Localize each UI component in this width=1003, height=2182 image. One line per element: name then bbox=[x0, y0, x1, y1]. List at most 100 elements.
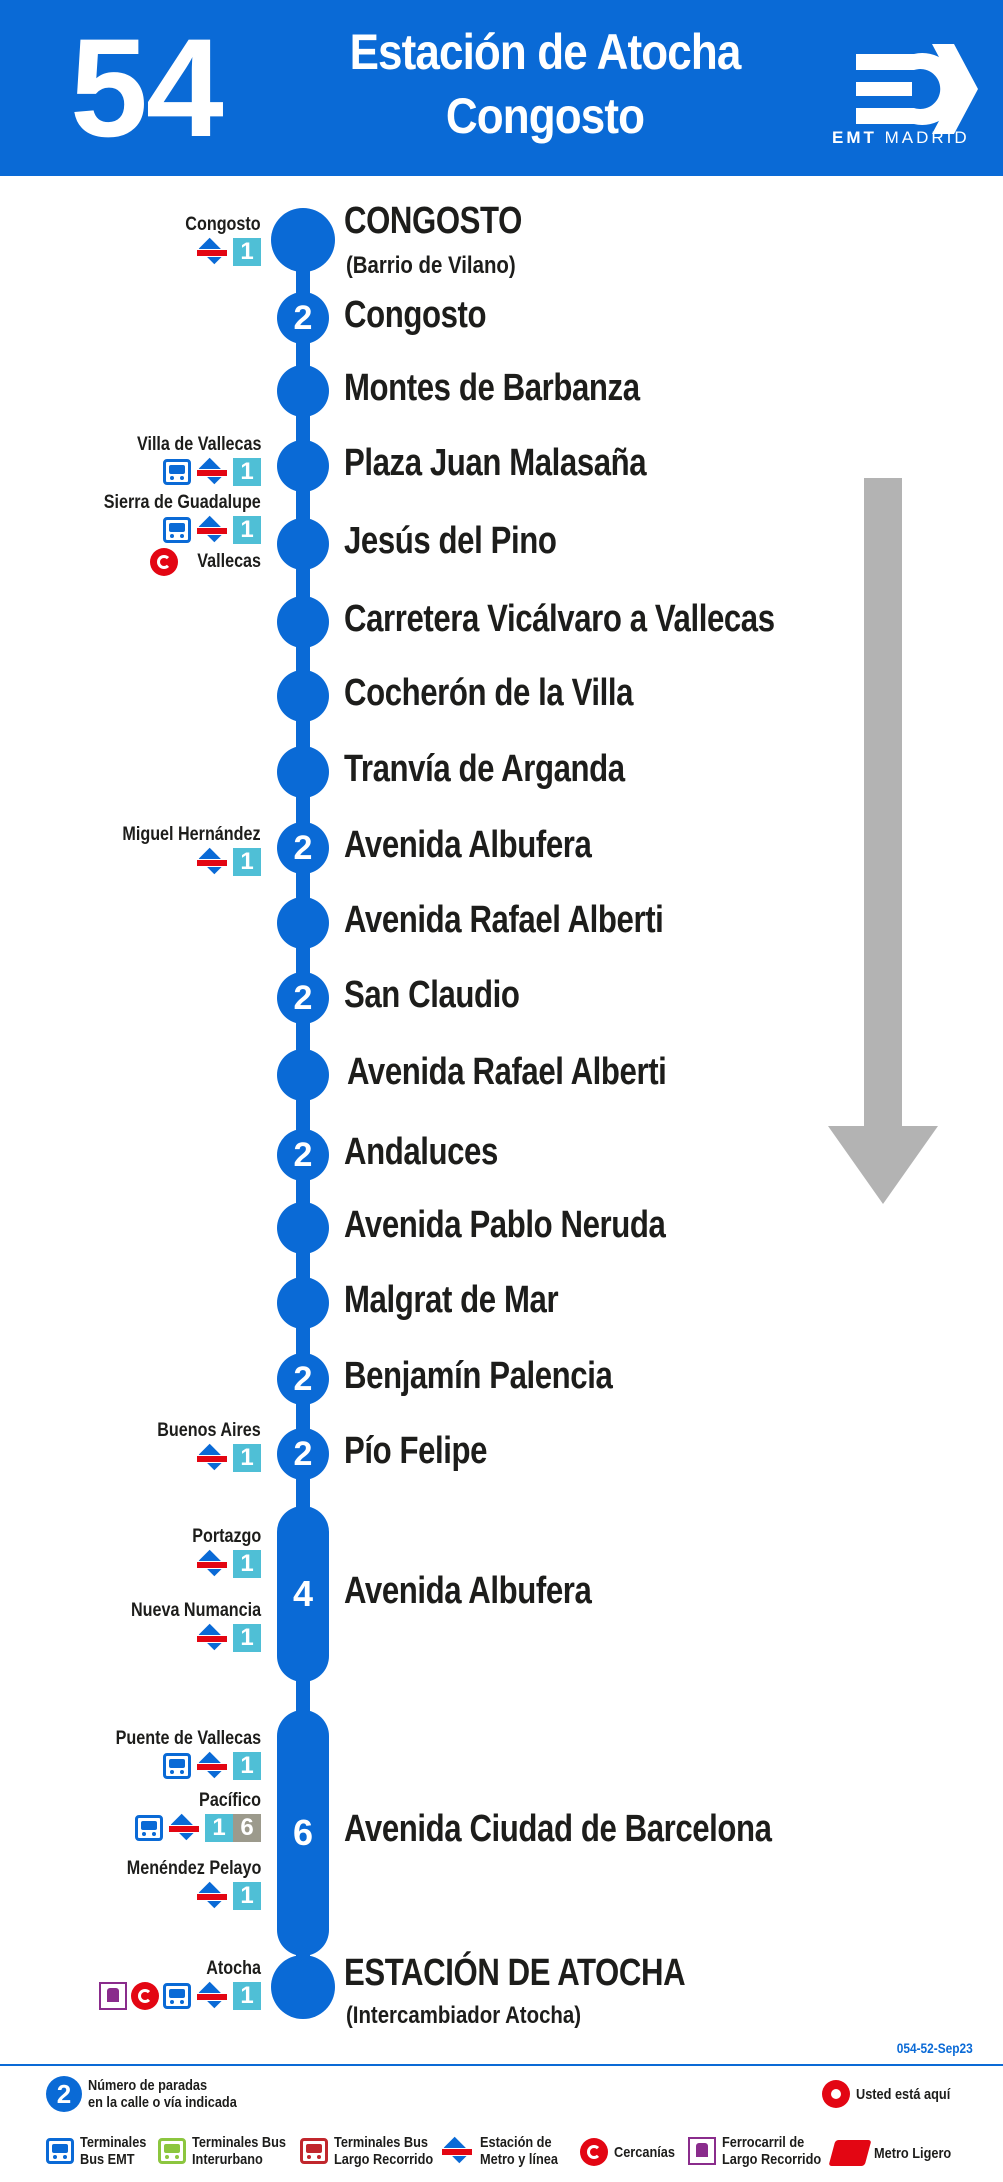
bus-emt-icon bbox=[163, 1753, 191, 1779]
metro-ligero-icon bbox=[828, 2140, 872, 2166]
route-title-line1: Estación de Atocha bbox=[349, 24, 742, 80]
stop-name: Jesús del Pino bbox=[344, 520, 557, 562]
cercanias-icon bbox=[580, 2138, 608, 2166]
bus-emt-icon bbox=[163, 1983, 191, 2009]
stop-name: Avenida Albufera bbox=[344, 1570, 592, 1612]
bus-largo-recorrido-icon bbox=[300, 2138, 328, 2164]
connection-name: Pacífico bbox=[199, 1790, 261, 1811]
stop-marker-multi: 4 bbox=[277, 1506, 329, 1682]
stop-name: Montes de Barbanza bbox=[344, 367, 640, 409]
stop-marker bbox=[277, 1202, 329, 1254]
legend-label: Estación de Metro y línea bbox=[480, 2134, 558, 2168]
stop-marker: 2 bbox=[277, 1353, 329, 1405]
bus-emt-icon bbox=[46, 2138, 74, 2164]
stop-marker bbox=[277, 518, 329, 570]
metro-line-badge: 1 bbox=[233, 1982, 261, 2010]
legend-bus-emt: Terminales Bus EMT bbox=[46, 2134, 158, 2168]
stop-name: Tranvía de Arganda bbox=[344, 748, 625, 790]
metro-line-badge: 1 bbox=[233, 1624, 261, 1652]
emt-brand-text: EMT MADRID bbox=[832, 128, 970, 147]
stop-name: Andaluces bbox=[344, 1131, 498, 1173]
metro-line-badge: 1 bbox=[205, 1814, 233, 1842]
stop-marker: 2 bbox=[277, 1428, 329, 1480]
legend-metro-ligero: Metro Ligero bbox=[828, 2140, 965, 2166]
stop-marker bbox=[277, 1049, 329, 1101]
metro-icon bbox=[195, 851, 229, 873]
connection-sierra-guadalupe: Sierra de Guadalupe 1 Vallecas bbox=[76, 492, 261, 576]
connection-buenos-aires: Buenos Aires 1 bbox=[139, 1420, 261, 1472]
connection-nueva-numancia: Nueva Numancia 1 bbox=[108, 1600, 261, 1652]
emt-logo-icon bbox=[856, 44, 978, 134]
connection-name: Sierra de Guadalupe bbox=[103, 492, 261, 513]
stop-name: Congosto bbox=[344, 294, 487, 336]
legend-divider bbox=[0, 2064, 1003, 2066]
route-header: 54 Estación de Atocha Congosto EMT MADRI… bbox=[0, 0, 1003, 176]
metro-icon bbox=[195, 1755, 229, 1777]
legend-bus-interurbano: Terminales Bus Interurbano bbox=[158, 2134, 303, 2168]
legend-label: Usted está aquí bbox=[856, 2085, 951, 2103]
metro-line-badge: 1 bbox=[233, 1752, 261, 1780]
stop-marker: 2 bbox=[277, 1129, 329, 1181]
stop-name: Avenida Rafael Alberti bbox=[347, 1051, 667, 1093]
direction-arrow-icon bbox=[864, 478, 902, 1128]
legend-label: Terminales Bus Largo Recorrido bbox=[334, 2134, 434, 2168]
metro-icon bbox=[195, 519, 229, 541]
connection-villa-vallecas: Villa de Vallecas 1 bbox=[115, 434, 261, 486]
connection-name: Menéndez Pelayo bbox=[126, 1858, 261, 1879]
metro-line-badge: 1 bbox=[233, 1550, 261, 1578]
stop-name: Carretera Vicálvaro a Vallecas bbox=[344, 598, 775, 640]
stop-marker-multi: 6 bbox=[277, 1710, 329, 1956]
stop-marker bbox=[271, 208, 335, 272]
stop-marker: 2 bbox=[277, 972, 329, 1024]
stop-name: Cocherón de la Villa bbox=[344, 672, 634, 714]
stop-name: CONGOSTO bbox=[344, 200, 522, 242]
stop-marker: 2 bbox=[277, 292, 329, 344]
long-distance-train-icon bbox=[688, 2137, 716, 2165]
connection-name: Buenos Aires bbox=[157, 1420, 261, 1441]
bus-emt-icon bbox=[135, 1815, 163, 1841]
cercanias-station-name: Vallecas bbox=[197, 551, 261, 572]
metro-line-badge: 6 bbox=[233, 1814, 261, 1842]
stop-subtitle: (Barrio de Vilano) bbox=[346, 252, 516, 279]
legend-label: Terminales Bus EMT bbox=[80, 2134, 147, 2168]
stop-marker bbox=[277, 1277, 329, 1329]
stop-marker bbox=[277, 670, 329, 722]
legend-label: Cercanías bbox=[614, 2143, 675, 2161]
metro-icon bbox=[195, 1553, 229, 1575]
stop-marker bbox=[277, 897, 329, 949]
metro-icon bbox=[195, 1447, 229, 1469]
legend-stop-count: 2 Número de paradas en la calle o vía in… bbox=[46, 2076, 263, 2112]
connection-name: Atocha bbox=[206, 1958, 261, 1979]
metro-line-badge: 1 bbox=[233, 1882, 261, 1910]
legend-you-are-here: Usted está aquí bbox=[822, 2080, 967, 2108]
stop-name: Avenida Pablo Neruda bbox=[344, 1204, 666, 1246]
stop-name: Plaza Juan Malasaña bbox=[344, 442, 647, 484]
stop-marker bbox=[271, 1955, 335, 2019]
metro-line-badge: 1 bbox=[233, 516, 261, 544]
connection-name: Portazgo bbox=[191, 1526, 261, 1547]
bus-emt-icon bbox=[163, 517, 191, 543]
cercanias-icon bbox=[131, 1982, 159, 2010]
stop-marker bbox=[277, 365, 329, 417]
you-are-here-icon bbox=[822, 2080, 850, 2108]
connection-puente-vallecas: Puente de Vallecas 1 bbox=[90, 1728, 261, 1780]
route-title: Estación de Atocha Congosto bbox=[300, 20, 790, 148]
connection-congosto: Congosto 1 bbox=[172, 214, 261, 266]
metro-line-badge: 1 bbox=[233, 848, 261, 876]
metro-icon bbox=[195, 1627, 229, 1649]
metro-line-badge: 1 bbox=[233, 238, 261, 266]
connection-name: Congosto bbox=[185, 214, 261, 235]
bus-interurbano-icon bbox=[158, 2138, 186, 2164]
stop-subtitle: (Intercambiador Atocha) bbox=[346, 2002, 582, 2029]
connection-menendez-pelayo: Menéndez Pelayo 1 bbox=[103, 1858, 261, 1910]
route-title-line2: Congosto bbox=[445, 88, 645, 144]
legend-label: Terminales Bus Interurbano bbox=[192, 2134, 287, 2168]
metro-icon bbox=[195, 1985, 229, 2007]
stop-marker: 2 bbox=[277, 822, 329, 874]
connection-name: Nueva Numancia bbox=[130, 1600, 261, 1621]
connection-name: Villa de Vallecas bbox=[136, 434, 261, 455]
connection-portazgo: Portazgo 1 bbox=[180, 1526, 261, 1578]
metro-icon bbox=[195, 461, 229, 483]
legend-metro: Estación de Metro y línea bbox=[440, 2134, 572, 2168]
